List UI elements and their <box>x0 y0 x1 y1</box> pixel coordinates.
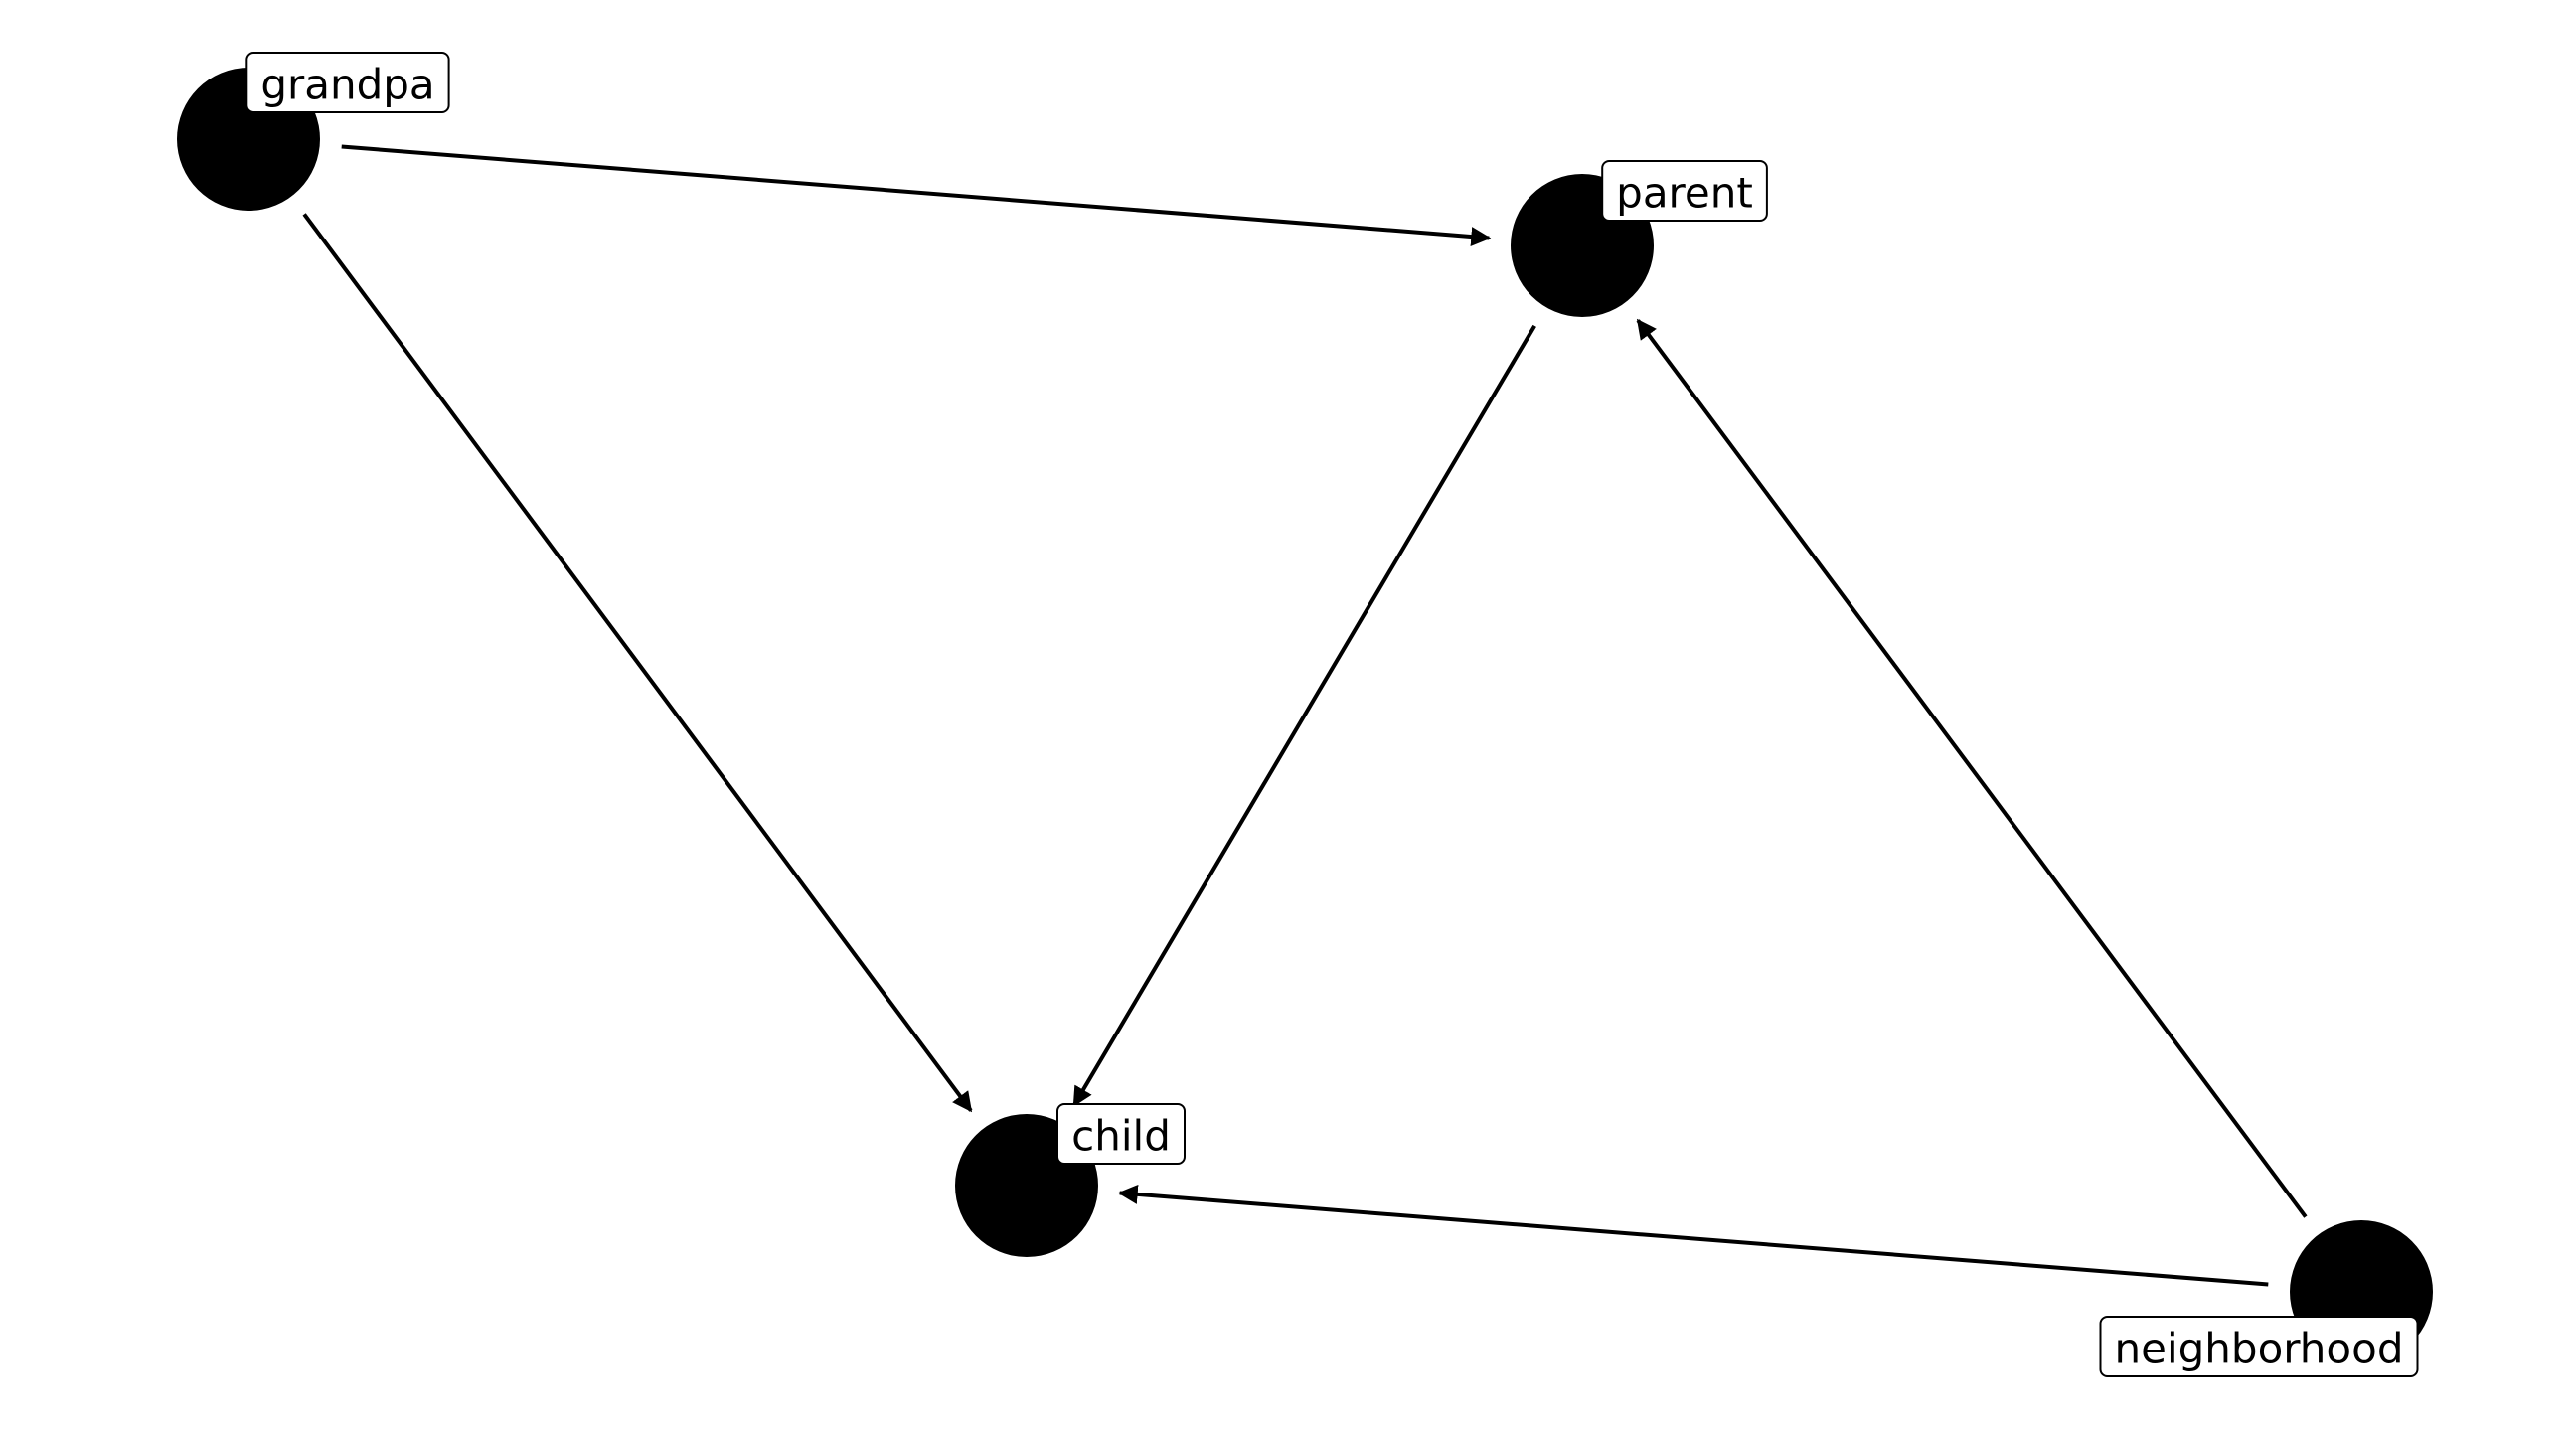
edges-layer <box>302 144 2308 1287</box>
node-label-neighborhood: neighborhood <box>2099 1316 2419 1377</box>
node-label-grandpa: grandpa <box>245 52 450 113</box>
edge-grandpa-child <box>302 213 973 1113</box>
node-label-text-neighborhood: neighborhood <box>2115 1325 2404 1373</box>
labels-layer: grandpa parent child neighborhood <box>245 52 2419 1377</box>
edge-parent-child <box>1072 324 1536 1107</box>
node-label-text-grandpa: grandpa <box>260 61 434 109</box>
node-label-box-neighborhood <box>2099 1316 2419 1377</box>
node-label-box-grandpa <box>245 52 450 113</box>
node-label-text-parent: parent <box>1616 169 1753 218</box>
node-label-box-parent <box>1601 160 1768 222</box>
node-label-box-child <box>1056 1103 1186 1165</box>
edge-grandpa-parent <box>341 144 1492 247</box>
edge-neighborhood-child <box>1117 1184 2269 1287</box>
node-label-text-child: child <box>1071 1112 1171 1161</box>
node-label-parent: parent <box>1601 160 1768 222</box>
node-label-child: child <box>1056 1103 1186 1165</box>
edge-neighborhood-parent <box>1636 318 2308 1218</box>
